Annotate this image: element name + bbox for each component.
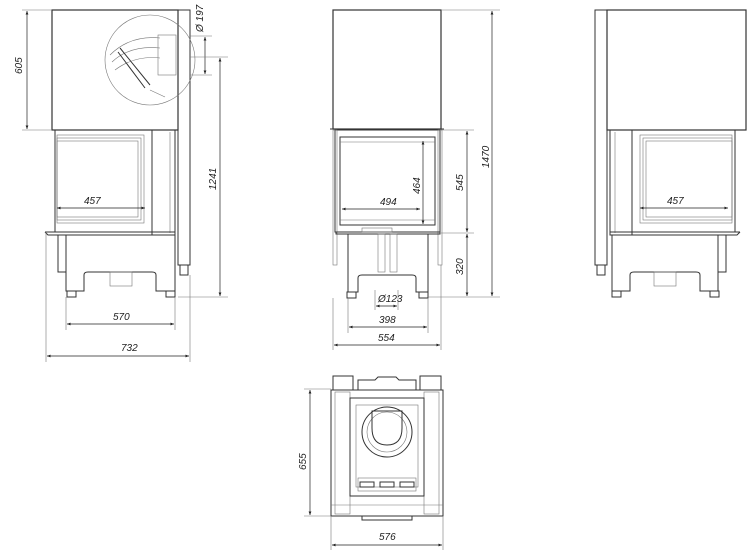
dim-width: 576: [379, 532, 396, 543]
front-view: 1470 545 320 464 494 Ø123 398 554: [330, 9, 500, 350]
dim-base-width: 570: [113, 312, 130, 323]
body-outline: [330, 389, 444, 517]
dim-total-width: 554: [378, 333, 395, 344]
dim-depth: 655: [298, 453, 309, 470]
foot: [418, 291, 429, 299]
side-view-left: 605 Ø 197 1241 457 570 732: [14, 4, 228, 362]
dim-door-height: 545: [455, 174, 466, 191]
dim-glass-width: 457: [667, 196, 684, 207]
firebox: [334, 129, 441, 233]
foot: [66, 290, 77, 298]
dim-total-height: 1470: [481, 145, 492, 168]
foot: [709, 290, 720, 298]
foot: [165, 290, 176, 298]
flue-ring: [361, 406, 413, 458]
dim-total-width: 732: [121, 343, 138, 354]
side-column: [177, 9, 191, 266]
dim-glass-width: 457: [84, 196, 101, 207]
dim-base-width: 398: [379, 315, 396, 326]
flue-detail: [104, 14, 196, 106]
dim-flue-diameter: Ø 197: [195, 4, 206, 33]
foot: [346, 291, 357, 299]
side-view-right: 457: [594, 9, 747, 298]
hood: [332, 9, 442, 130]
glass: [339, 136, 436, 226]
side-column: [594, 9, 608, 266]
dim-air-inlet: Ø123: [377, 294, 403, 305]
top-view: 655 576: [298, 375, 444, 550]
dim-glass-height: 464: [412, 177, 423, 194]
dim-base-height: 320: [455, 258, 466, 275]
dim-hood-height: 605: [14, 57, 25, 74]
firebox: [54, 129, 153, 233]
firebox: [631, 129, 736, 233]
dim-total-to-outlet: 1241: [208, 168, 219, 190]
hood: [606, 9, 747, 131]
foot: [611, 290, 622, 298]
dim-glass-width: 494: [380, 197, 397, 208]
